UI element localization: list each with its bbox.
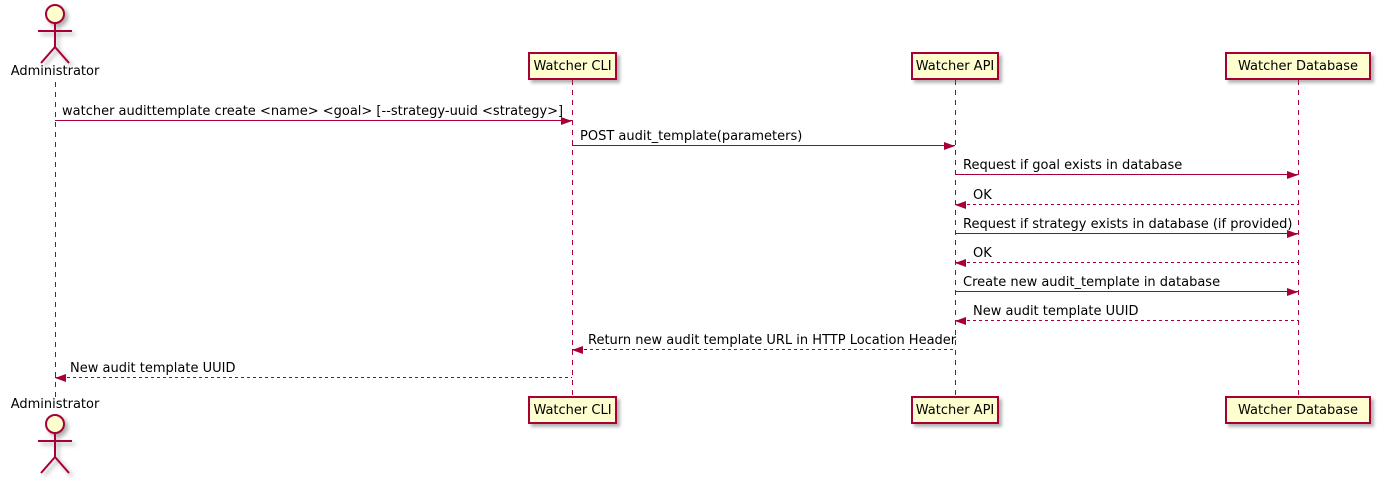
message-label: Create new audit_template in database [963, 275, 1221, 290]
arrowhead-right-icon [561, 116, 572, 125]
message-row: OK [955, 246, 1298, 268]
arrowhead-left-icon [55, 373, 66, 382]
participant-label: Watcher Database [1238, 402, 1358, 418]
message-row: watcher audittemplate create <name> <goa… [55, 104, 572, 126]
arrowhead-left-icon [572, 345, 583, 354]
message-row: Return new audit template URL in HTTP Lo… [572, 333, 957, 355]
lifeline-watcher-cli [572, 80, 573, 396]
participant-label: Watcher CLI [533, 58, 612, 74]
participant-watcher-cli-top: Watcher CLI [528, 52, 617, 80]
lifeline-administrator [55, 82, 56, 397]
message-label: watcher audittemplate create <name> <goa… [62, 104, 564, 119]
message-label: Request if strategy exists in database (… [963, 217, 1293, 232]
participant-watcher-api-top: Watcher API [911, 52, 999, 80]
message-row: Create new audit_template in database [955, 275, 1298, 297]
message-label: Return new audit template URL in HTTP Lo… [588, 333, 957, 348]
message-line [955, 320, 1298, 321]
message-row: POST audit_template(parameters) [572, 129, 955, 151]
arrowhead-left-icon [955, 200, 966, 209]
message-row: OK [955, 188, 1298, 210]
message-label: POST audit_template(parameters) [580, 129, 803, 144]
message-label: New audit template UUID [973, 304, 1139, 319]
participant-watcher-cli-bottom: Watcher CLI [528, 396, 617, 424]
arrowhead-right-icon [1287, 170, 1298, 179]
message-label: Request if goal exists in database [963, 158, 1183, 173]
participant-label: Watcher CLI [533, 402, 612, 418]
arrowhead-right-icon [1287, 287, 1298, 296]
arrowhead-right-icon [944, 141, 955, 150]
administrator-actor-icon [38, 4, 72, 64]
arrowhead-right-icon [1287, 229, 1298, 238]
message-line [955, 204, 1298, 205]
participant-label: Watcher API [915, 58, 995, 74]
participant-watcher-database-bottom: Watcher Database [1225, 396, 1371, 424]
participant-label: Watcher API [915, 402, 995, 418]
lifeline-watcher-api [955, 80, 956, 396]
message-row: New audit template UUID [55, 361, 572, 383]
lifeline-watcher-database [1298, 80, 1299, 396]
participant-watcher-api-bottom: Watcher API [911, 396, 999, 424]
message-line [572, 349, 955, 350]
arrowhead-left-icon [955, 316, 966, 325]
administrator-label-top: Administrator [10, 64, 100, 79]
message-label: New audit template UUID [70, 361, 236, 376]
message-line [955, 233, 1298, 234]
message-line [572, 145, 955, 146]
participant-label: Watcher Database [1238, 58, 1358, 74]
message-label: OK [973, 188, 992, 203]
participant-watcher-database-top: Watcher Database [1225, 52, 1371, 80]
message-row: Request if strategy exists in database (… [955, 217, 1298, 239]
message-label: OK [973, 246, 992, 261]
message-line [55, 120, 572, 121]
arrowhead-left-icon [955, 258, 966, 267]
message-line [955, 291, 1298, 292]
message-line [55, 377, 572, 378]
message-line [955, 262, 1298, 263]
message-row: Request if goal exists in database [955, 158, 1298, 180]
administrator-label-bottom: Administrator [10, 397, 100, 412]
message-row: New audit template UUID [955, 304, 1298, 326]
message-line [955, 174, 1298, 175]
administrator-actor-icon [38, 414, 72, 474]
